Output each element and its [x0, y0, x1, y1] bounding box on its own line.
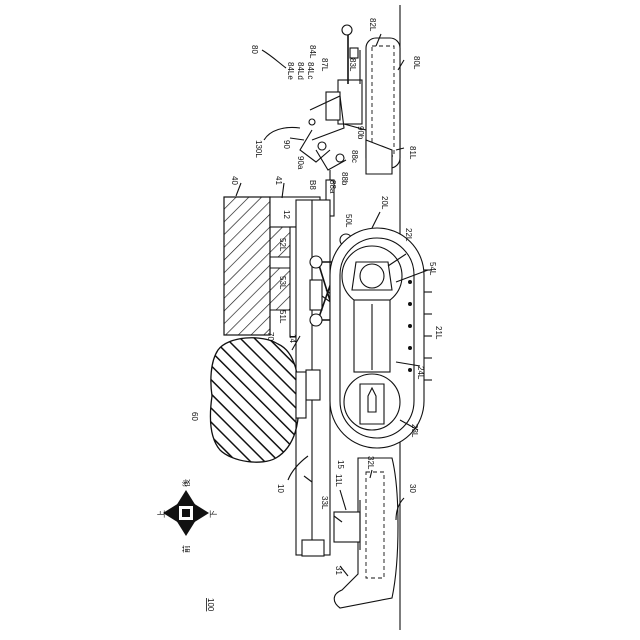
ref-81L: 81L — [408, 146, 417, 160]
direction-rear-label: 後 — [181, 479, 191, 487]
ref-90: 90 — [282, 140, 291, 149]
ref-12: 12 — [282, 210, 291, 219]
ref-22L: 22L — [404, 228, 413, 242]
crawler-track — [330, 228, 432, 448]
ref-130L: 130L — [254, 140, 263, 158]
ref-15: 15 — [336, 460, 345, 469]
ref-33L: 33L — [320, 496, 329, 510]
ref-51L: 51L — [278, 310, 287, 324]
direction-compass: 後 前 上 下 — [157, 479, 218, 553]
ref-54L: 54L — [428, 262, 437, 276]
figure-number: 100 — [206, 598, 215, 612]
load-mass — [210, 338, 306, 462]
ref-88a: 88a — [328, 180, 337, 194]
ref-50L: 50L — [344, 214, 353, 228]
ref-52L: 52L — [278, 238, 287, 252]
ref-32L: 32L — [366, 456, 375, 470]
ref-88b: 88b — [340, 172, 349, 186]
ref-53L: 53L — [278, 276, 287, 290]
ref-82L: 82L — [368, 18, 377, 32]
ref-23L: 23L — [410, 424, 419, 438]
ref-11L: 11L — [334, 474, 343, 487]
ref-21L: 21L — [434, 326, 443, 340]
ref-40: 40 — [230, 176, 239, 185]
ref-31: 31 — [334, 566, 343, 575]
ref-30: 30 — [408, 484, 417, 493]
ref-90b: 90b — [356, 126, 365, 140]
ref-87L: 87L — [320, 58, 329, 72]
ref-10: 10 — [276, 484, 285, 493]
ref-84Lc: 84Lc — [306, 62, 315, 79]
direction-down-label: 下 — [209, 510, 218, 518]
ref-90a: 90a — [296, 156, 305, 170]
direction-front-label: 前 — [181, 545, 191, 553]
ref-14: 14 — [288, 334, 297, 343]
ref-60: 60 — [190, 412, 199, 421]
ref-41: 41 — [274, 176, 283, 185]
ref-24L: 24L — [416, 366, 425, 380]
ref-70: 70 — [266, 332, 275, 341]
ref-80L: 80L — [412, 56, 421, 70]
ref-84Le: 84Le — [286, 62, 295, 80]
ref-84Ld: 84Ld — [296, 62, 305, 80]
ref-88c: 88c — [350, 150, 359, 163]
ref-80: 80 — [250, 45, 259, 54]
ref-B8: B8 — [308, 180, 317, 190]
ref-20L: 20L — [380, 196, 389, 210]
ref-83L: 83L — [348, 58, 357, 72]
direction-up-label: 上 — [157, 510, 166, 518]
ref-84L: 84L — [308, 45, 317, 59]
